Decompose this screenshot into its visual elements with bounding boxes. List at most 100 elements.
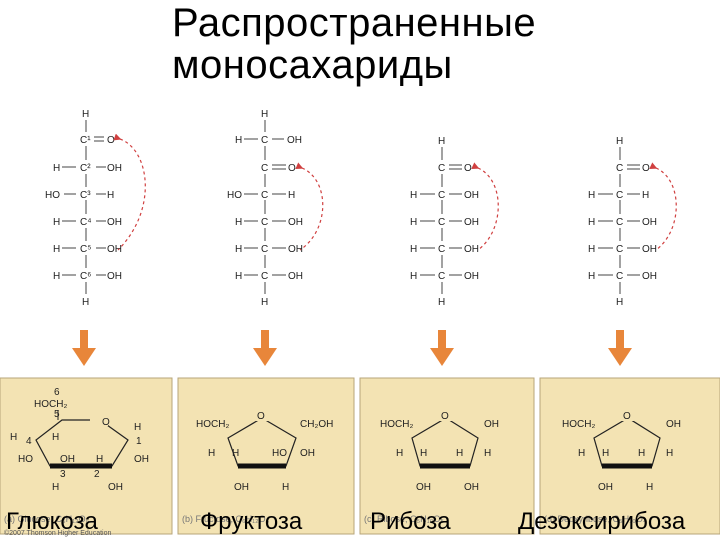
atom: H (396, 448, 403, 459)
atom: HOCH₂ (380, 419, 413, 430)
carbon-number: 3 (60, 469, 66, 480)
label-ribose: Рибоза (370, 508, 451, 535)
atom: OH (234, 482, 249, 493)
atom: HO (272, 448, 287, 459)
panel-deoxyribose (539, 377, 720, 535)
atom: H (438, 136, 445, 147)
atom: OH (134, 454, 149, 465)
atom: HO (227, 190, 242, 201)
atom: H (261, 297, 268, 308)
deoxyribose-chain: H C O H C H H C OH H C OH H C OH H (588, 136, 677, 308)
atom: HOCH₂ (562, 419, 595, 430)
ribose-chain: H C O H C OH H C OH H C OH H C OH H (410, 136, 499, 308)
atom: H (420, 448, 427, 459)
atom: H (588, 271, 595, 282)
atom: OH (107, 163, 122, 174)
atom: OH (464, 217, 479, 228)
fructose-ring: O HOCH₂ CH₂OH H H HO OH OH H (196, 409, 333, 493)
atom: C (438, 190, 445, 201)
atom: O (464, 163, 472, 174)
deoxyribose-ring: O HOCH₂ OH H H H H OH H (562, 409, 681, 493)
panel-glucose (0, 377, 173, 535)
carbon-number: 6 (54, 387, 60, 398)
atom: H (646, 482, 653, 493)
down-arrow-icon (72, 330, 96, 366)
atom: HO (45, 190, 60, 201)
atom: H (53, 217, 60, 228)
panel-fructose (177, 377, 355, 535)
atom: H (410, 244, 417, 255)
atom: C¹ (80, 135, 91, 146)
cyclization-arrow (113, 133, 146, 251)
atom: H (53, 163, 60, 174)
carbon-number: 5 (54, 409, 60, 420)
atom: H (410, 271, 417, 282)
atom: H (107, 190, 114, 201)
copyright-notice: ©2007 Thomson Higher Education (4, 530, 112, 537)
atom: H (261, 109, 268, 120)
atom: H (52, 482, 59, 493)
atom: OH (288, 271, 303, 282)
ring-oxygen: O (441, 411, 449, 422)
atom: H (438, 297, 445, 308)
atom: OH (464, 482, 479, 493)
atom: C⁴ (80, 217, 92, 228)
atom: C (261, 190, 268, 201)
panel-ribose (359, 377, 535, 535)
label-fructose: Фруктоза (200, 508, 303, 535)
atom: H (235, 244, 242, 255)
atom: H (484, 448, 491, 459)
atom: OH (642, 244, 657, 255)
cyclization-arrow (295, 162, 324, 251)
atom: H (642, 190, 649, 201)
atom: HOCH₂ (34, 399, 67, 410)
atom: C (616, 217, 623, 228)
atom: OH (107, 244, 122, 255)
cyclization-arrow (471, 162, 499, 251)
atom: H (578, 448, 585, 459)
atom: H (410, 217, 417, 228)
atom: C (616, 244, 623, 255)
atom: OH (666, 419, 681, 430)
label-deoxyribose: Дезоксирибоза (518, 508, 686, 535)
atom: H (52, 432, 59, 443)
atom: C (438, 163, 445, 174)
ring-oxygen: O (102, 417, 110, 428)
atom: OH (464, 244, 479, 255)
atom: OH (288, 217, 303, 228)
ring-oxygen: O (623, 411, 631, 422)
down-arrow-icon (430, 330, 454, 366)
atom: H (82, 109, 89, 120)
atom: H (638, 448, 645, 459)
atom: C (261, 217, 268, 228)
carbon-number: 2 (94, 469, 100, 480)
atom: H (588, 190, 595, 201)
atom: H (235, 217, 242, 228)
atom: H (288, 190, 295, 201)
ribose-ring: O HOCH₂ OH H H H H OH OH (380, 409, 499, 493)
atom: C (261, 244, 268, 255)
atom: H (10, 432, 17, 443)
atom: O (288, 163, 296, 174)
atom: H (410, 190, 417, 201)
atom: C³ (80, 190, 91, 201)
atom: OH (300, 448, 315, 459)
atom: H (53, 271, 60, 282)
atom: OH (416, 482, 431, 493)
atom: OH (642, 217, 657, 228)
atom: C (438, 217, 445, 228)
atom: OH (60, 454, 75, 465)
atom: H (282, 482, 289, 493)
atom: H (588, 217, 595, 228)
page-title: Распространенные моносахариды (172, 2, 712, 86)
panel-caption-deoxyribose: (d) Deoxyribose, C₅H₁₀O₄ (544, 514, 647, 524)
atom: C (438, 271, 445, 282)
atom: HOCH₂ (196, 419, 229, 430)
atom: O (107, 135, 115, 146)
atom: C⁶ (80, 271, 91, 282)
atom: OH (484, 419, 499, 430)
glucose-ring: O HOCH₂ 6 5 H 4 H HO OH 3 H H 2 OH H 1 O… (10, 387, 149, 493)
atom: H (602, 448, 609, 459)
carbon-number: 1 (136, 436, 142, 447)
atom: C (261, 163, 268, 174)
